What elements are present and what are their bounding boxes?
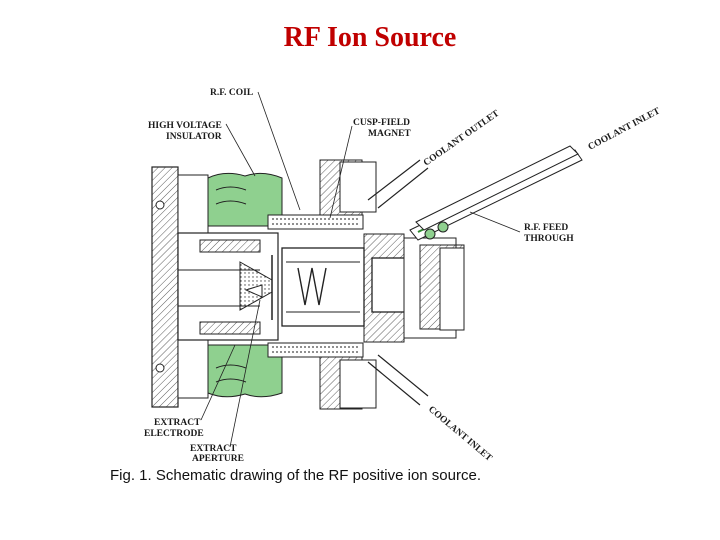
label-extract-aperture-2: APERTURE [192, 454, 244, 464]
cusp-field-magnets [267, 159, 377, 410]
label-coolant-inlet-bottom: COOLANT INLET [426, 405, 494, 464]
label-rf-coil: R.F. COIL [210, 88, 253, 98]
left-flange [151, 166, 209, 408]
label-coolant-inlet-top: COOLANT INLET [587, 106, 663, 153]
high-voltage-insulator [207, 172, 283, 398]
label-rf-feedthrough-2: THROUGH [524, 234, 574, 244]
slide-title: RF Ion Source [283, 22, 457, 53]
label-hv-insulator-2: INSULATOR [166, 132, 222, 142]
plasma-chamber [281, 247, 365, 327]
label-extract-electrode-2: ELECTRODE [144, 429, 204, 439]
label-cusp-magnet-1: CUSP-FIELD [353, 118, 410, 128]
label-cusp-magnet-2: MAGNET [368, 129, 411, 139]
label-extract-electrode-1: EXTRACT [154, 418, 201, 428]
rf-feedthrough [409, 145, 583, 241]
label-extract-aperture-1: EXTRACT [190, 444, 237, 454]
label-rf-feedthrough-1: R.F. FEED [524, 223, 568, 233]
extract-electrode-cone [239, 255, 273, 320]
leader-lines [200, 91, 521, 448]
label-coolant-outlet: COOLANT OUTLET [422, 108, 502, 168]
back-flange [363, 233, 465, 343]
coolant-lines [367, 159, 429, 406]
figure-caption: Fig. 1. Schematic drawing of the RF posi… [110, 467, 482, 484]
label-hv-insulator-1: HIGH VOLTAGE [148, 121, 222, 131]
